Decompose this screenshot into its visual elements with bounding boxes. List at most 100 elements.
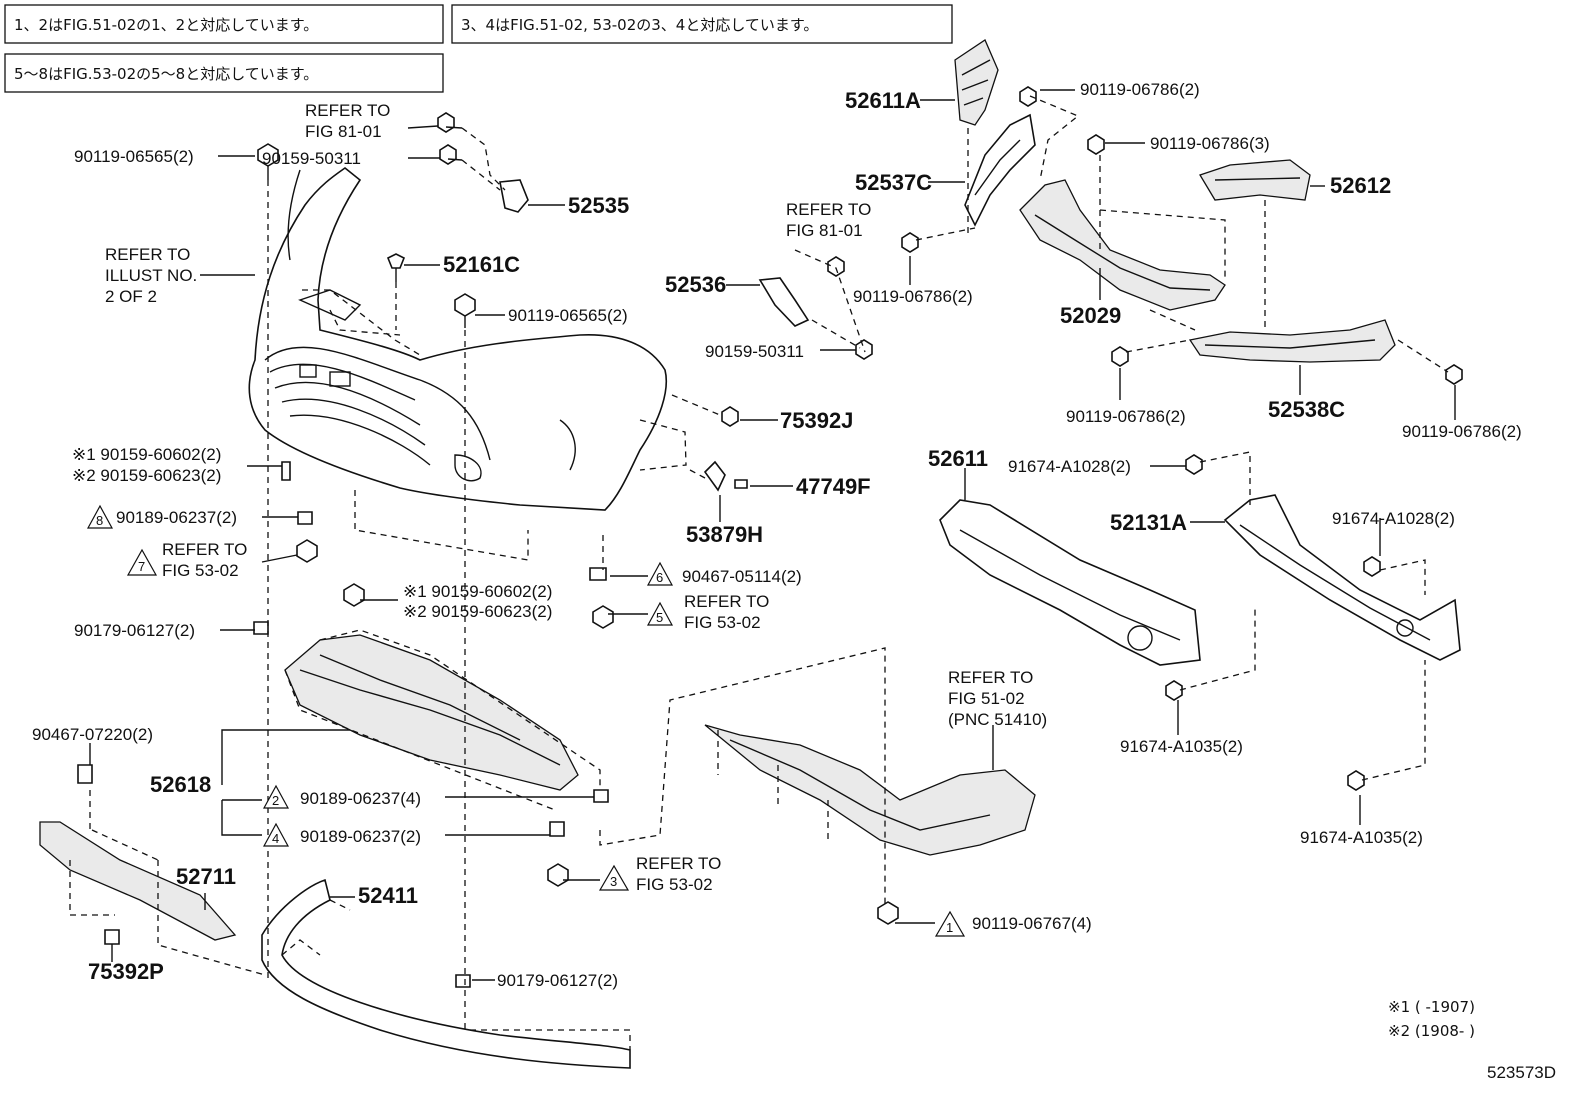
refer-fig-51-02-line2: FIG 51-02 [948,689,1025,708]
label-52411[interactable]: 52411 [358,883,418,908]
nut-icon [297,511,313,525]
svg-text:6: 6 [656,570,663,585]
label-52536[interactable]: 52536 [665,272,726,297]
label-90189-06237-2b[interactable]: 90189-06237(2) [300,827,421,846]
refer-fig-53-02-c-line1: REFER TO [636,854,721,873]
label-52538C[interactable]: 52538C [1268,397,1345,422]
bolt-icon [1363,556,1381,577]
nut-icon [589,567,607,581]
bolt-icon [592,605,614,629]
bolt-icon [1347,770,1365,791]
label-52711[interactable]: 52711 [176,864,236,889]
label-91674-A1028-2b[interactable]: 91674-A1028(2) [1332,509,1455,528]
label-90189-06237-2a[interactable]: 90189-06237(2) [116,508,237,527]
bolt-icon [1111,346,1129,367]
label-52535[interactable]: 52535 [568,193,629,218]
label-90119-06786-2a[interactable]: 90119-06786(2) [1080,80,1200,99]
label-90119-06565-2a[interactable]: 90119-06565(2) [74,147,194,166]
label-90179-06127-2b[interactable]: 90179-06127(2) [497,971,618,990]
triangle-symbol-7: 7 [126,548,158,576]
label-90119-06767[interactable]: 90119-06767(4) [972,914,1092,933]
label-s2b-90159-60623[interactable]: ※2 90159-60623(2) [403,602,552,621]
label-90119-06786-2d[interactable]: 90119-06786(2) [1402,422,1522,441]
bumper-cover-drawing [248,167,668,511]
label-90189-06237-4[interactable]: 90189-06237(4) [300,789,421,808]
clip-icon [386,253,406,282]
label-52029[interactable]: 52029 [1060,303,1121,328]
label-52612[interactable]: 52612 [1330,173,1391,198]
label-s1-90159-60602[interactable]: ※1 90159-60602(2) [72,445,221,464]
clip-icon [77,764,93,784]
bolt-icon [439,144,463,165]
label-52131A[interactable]: 52131A [1110,510,1187,535]
svg-text:1: 1 [946,920,953,935]
triangle-symbol-1: 1 [934,910,966,937]
label-52161C[interactable]: 52161C [443,252,520,277]
note-3-text: 5～8はFIG.53-02の5～8と対応しています。 [14,65,318,83]
label-90119-06786-2b[interactable]: 90119-06786(2) [853,287,973,306]
spoiler-52411-drawing [261,878,631,1069]
note-box-2 [451,4,953,44]
bolt-icon [721,406,739,427]
retainer-52538C-drawing [1188,319,1396,363]
label-90159-50311-a[interactable]: 90159-50311 [262,149,361,168]
diagram-id: 523573D [1487,1063,1556,1082]
leader-lines [89,89,1456,981]
label-90119-06565-2b[interactable]: 90119-06565(2) [508,306,628,325]
footnote-2: ※2 (1908- ) [1388,1022,1475,1040]
svg-text:2: 2 [272,793,279,808]
bracket-52535-icon [499,179,529,213]
label-75392P[interactable]: 75392P [88,959,164,984]
svg-text:8: 8 [96,513,103,528]
bolt-icon [1087,134,1105,155]
label-90119-06786-3[interactable]: 90119-06786(3) [1150,134,1270,153]
clip-icon [734,479,748,489]
triangle-symbol-5: 5 [646,601,674,626]
label-90159-50311-b[interactable]: 90159-50311 [705,342,804,361]
bolt-icon [547,863,569,887]
label-90119-06786-2c[interactable]: 90119-06786(2) [1066,407,1186,426]
bolt-icon [1165,680,1183,701]
molding-52711-drawing [39,821,237,941]
undercover-51410-drawing [704,724,1036,856]
reinforcement-52029-drawing [1019,179,1226,311]
label-s1b-90159-60602[interactable]: ※1 90159-60602(2) [403,582,552,601]
retainer-52537C-drawing [964,113,1036,227]
bolt-icon [1019,86,1037,107]
triangle-symbol-8: 8 [86,504,114,529]
nut-icon [593,789,609,803]
label-90467-05114[interactable]: 90467-05114(2) [682,567,802,586]
refer-illust-line1: REFER TO [105,245,190,264]
refer-fig-53-02-b-line2: FIG 53-02 [684,613,761,632]
refer-illust-line3: 2 OF 2 [105,287,157,306]
label-90467-07220[interactable]: 90467-07220(2) [32,725,153,744]
label-52611[interactable]: 52611 [928,446,988,471]
label-52611A[interactable]: 52611A [845,88,921,113]
svg-text:5: 5 [656,610,663,625]
refer-fig-53-02-b-line1: REFER TO [684,592,769,611]
refer-fig-81-01-b-line2: FIG 81-01 [786,221,863,240]
refer-fig-81-01-b-line1: REFER TO [786,200,871,219]
label-52537C[interactable]: 52537C [855,170,932,195]
label-s2-90159-60623[interactable]: ※2 90159-60623(2) [72,466,221,485]
bolt-icon [1185,454,1203,475]
triangle-symbol-6: 6 [646,561,674,586]
bolt-icon [454,293,476,328]
reinforcement-52131A-drawing [1223,494,1461,661]
undercover-52618-drawing [284,634,579,791]
label-91674-A1035-2b[interactable]: 91674-A1035(2) [1300,828,1423,847]
bracket-52536-icon [758,277,810,327]
label-75392J[interactable]: 75392J [780,408,853,433]
clip-icon [253,621,269,635]
absorber-52611-drawing [939,499,1201,666]
refer-illust-line2: ILLUST NO. [105,266,197,285]
label-91674-A1035-2a[interactable]: 91674-A1035(2) [1120,737,1243,756]
svg-text:3: 3 [610,874,617,889]
label-47749F[interactable]: 47749F [796,474,871,499]
label-91674-A1028-2a[interactable]: 91674-A1028(2) [1008,457,1131,476]
label-90179-06127-2a[interactable]: 90179-06127(2) [74,621,195,640]
label-52618[interactable]: 52618 [150,772,211,797]
label-53879H[interactable]: 53879H [686,522,763,547]
bolt-icon [827,256,845,277]
bolt-icon [437,112,463,133]
